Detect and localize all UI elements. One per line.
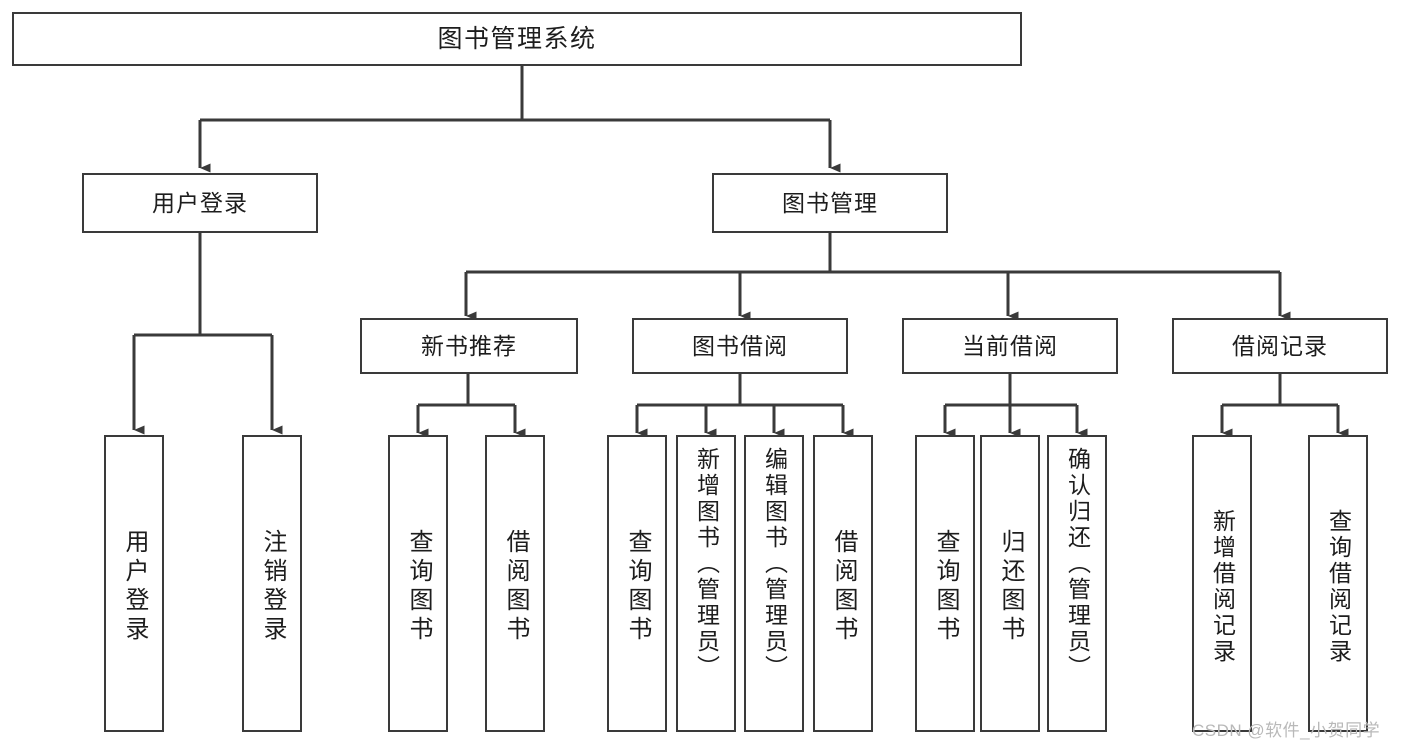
node-label: 查询图书: [932, 528, 959, 645]
node-book-borrow[interactable]: 图书借阅: [632, 318, 848, 374]
node-borrow-record[interactable]: 借阅记录: [1172, 318, 1388, 374]
leaf-user-login[interactable]: 用户登录: [104, 435, 164, 732]
node-label: 查询图书: [624, 528, 651, 645]
csdn-watermark: CSDN @软件_小贺同学: [1192, 721, 1381, 740]
leaf-borrow-borrow-book[interactable]: 借阅图书: [813, 435, 873, 732]
node-label: 图书管理: [782, 189, 878, 216]
node-label: 用户登录: [152, 189, 248, 216]
node-label: 归还图书: [997, 528, 1024, 645]
node-user-login[interactable]: 用户登录: [82, 173, 318, 233]
leaf-current-return-book[interactable]: 归还图书: [980, 435, 1040, 732]
leaf-borrow-edit-book-admin[interactable]: 编辑图书（管理员）: [744, 435, 804, 732]
node-label: 查询图书: [405, 528, 432, 645]
leaf-record-add[interactable]: 新增借阅记录: [1192, 435, 1252, 732]
node-label: 注销登录: [259, 528, 286, 645]
node-label: 图书管理系统: [437, 24, 597, 53]
node-label: 用户登录: [121, 528, 148, 645]
leaf-record-query[interactable]: 查询借阅记录: [1308, 435, 1368, 732]
node-label: 借阅记录: [1232, 332, 1328, 359]
node-label: 查询借阅记录: [1325, 508, 1352, 665]
node-label: 编辑图书（管理员）: [761, 447, 788, 681]
node-label: 当前借阅: [962, 332, 1058, 359]
leaf-new-book-borrow[interactable]: 借阅图书: [485, 435, 545, 732]
node-book-management[interactable]: 图书管理: [712, 173, 948, 233]
node-root-system[interactable]: 图书管理系统: [12, 12, 1022, 66]
node-current-borrow[interactable]: 当前借阅: [902, 318, 1118, 374]
leaf-current-confirm-return-admin[interactable]: 确认归还（管理员）: [1047, 435, 1107, 732]
node-new-book-recommend[interactable]: 新书推荐: [360, 318, 578, 374]
node-label: 新书推荐: [421, 332, 517, 359]
node-label: 确认归还（管理员）: [1064, 447, 1091, 681]
leaf-new-book-query[interactable]: 查询图书: [388, 435, 448, 732]
leaf-borrow-query-book[interactable]: 查询图书: [607, 435, 667, 732]
node-label: 图书借阅: [692, 332, 788, 359]
leaf-logout[interactable]: 注销登录: [242, 435, 302, 732]
leaf-current-query-book[interactable]: 查询图书: [915, 435, 975, 732]
node-label: 新增图书（管理员）: [693, 447, 720, 681]
leaf-borrow-add-book-admin[interactable]: 新增图书（管理员）: [676, 435, 736, 732]
node-label: 新增借阅记录: [1209, 508, 1236, 665]
node-label: 借阅图书: [502, 528, 529, 645]
node-label: 借阅图书: [830, 528, 857, 645]
